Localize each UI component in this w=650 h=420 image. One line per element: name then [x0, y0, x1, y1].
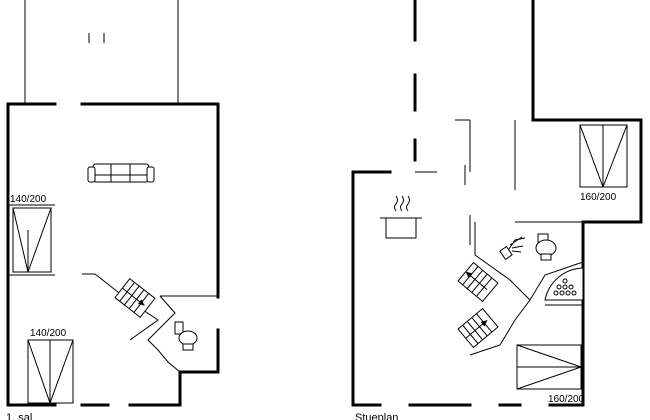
floor-ground: 160/200 160/200	[351, 0, 643, 420]
partitions-upper	[8, 204, 218, 373]
bed-size-label: 160/200	[548, 394, 585, 405]
stove-icon	[380, 195, 422, 239]
shower-icon	[499, 236, 526, 261]
floor-title: Stueplan	[355, 412, 398, 420]
stairs-icon	[457, 307, 499, 349]
bed-size-label: 140/200	[10, 194, 47, 205]
bed-size-label: 140/200	[30, 328, 67, 339]
sofa-icon	[87, 163, 155, 183]
floor-title: 1. sal	[6, 412, 32, 420]
walls-ground	[351, 0, 643, 407]
bed-upper-1: 140/200	[10, 194, 52, 273]
walls-upper	[6, 102, 220, 407]
stairs-icon	[114, 277, 156, 319]
toilet-icon	[174, 321, 198, 351]
balcony-outline	[24, 0, 179, 104]
bed-ground-1: 160/200	[579, 124, 628, 203]
stairs-icon	[457, 261, 499, 303]
bed-ground-2: 160/200	[516, 344, 585, 405]
whirlpool-icon	[544, 267, 584, 301]
floor-upper: 140/200 140/200	[6, 0, 220, 420]
toilet-icon	[535, 233, 557, 261]
bed-upper-2: 140/200	[27, 328, 74, 404]
partitions-ground	[415, 119, 584, 356]
bed-size-label: 160/200	[580, 192, 617, 203]
